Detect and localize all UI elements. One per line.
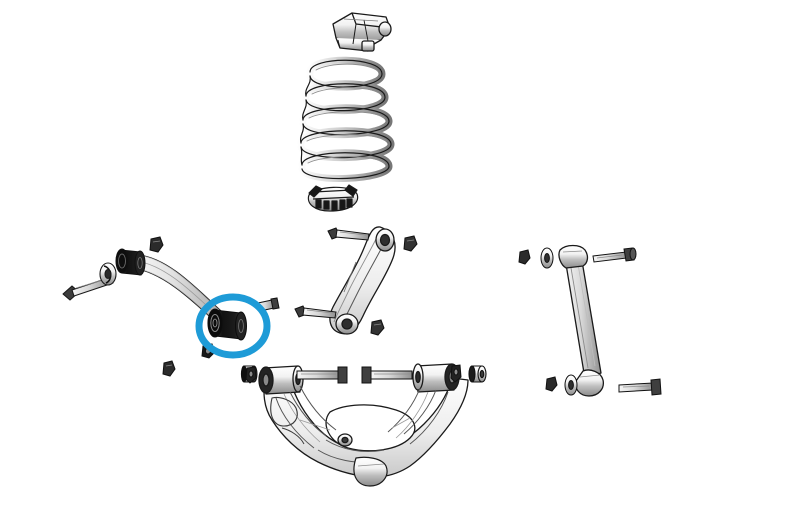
part-toe-link-nut-lower	[162, 360, 176, 377]
part-trailing-link-nut-bottom	[545, 376, 558, 392]
part-toe-link-cam-washer	[99, 262, 117, 286]
part-lower-arm-nut-left	[245, 366, 257, 384]
part-trailing-link-bolt-bottom	[618, 378, 662, 396]
part-spring-lower-isolator	[307, 184, 359, 212]
part-upper-arm-nut-lower	[370, 319, 385, 336]
highlight-circle	[195, 293, 271, 359]
part-lower-arm-nut-right	[450, 364, 462, 383]
part-spring-upper-mount	[332, 12, 392, 52]
part-toe-link-inner-bushing	[115, 248, 146, 276]
part-lower-control-arm	[258, 363, 469, 487]
part-trailing-link-washer-top	[540, 247, 554, 269]
part-toe-link-outer-bushing	[207, 308, 247, 341]
part-trailing-link	[558, 244, 604, 397]
part-upper-arm-nut-upper	[403, 235, 418, 252]
part-upper-control-arm	[329, 226, 396, 335]
part-lower-arm-bolt-right	[361, 366, 413, 384]
part-trailing-link-nut-top	[518, 249, 531, 265]
part-coil-spring	[297, 56, 395, 183]
part-toe-link-nut-upper	[149, 236, 164, 253]
part-toe-link	[115, 248, 247, 341]
part-upper-arm-bolt-upper	[327, 227, 370, 241]
part-toe-link-outer-bolt	[257, 297, 280, 312]
part-lower-arm-bushing-right	[468, 365, 487, 383]
part-lower-arm-bolt-left	[296, 366, 348, 384]
part-trailing-link-bolt-top	[592, 247, 637, 263]
part-trailing-link-washer-bottom	[564, 374, 578, 396]
part-upper-arm-bolt-lower	[294, 305, 337, 319]
